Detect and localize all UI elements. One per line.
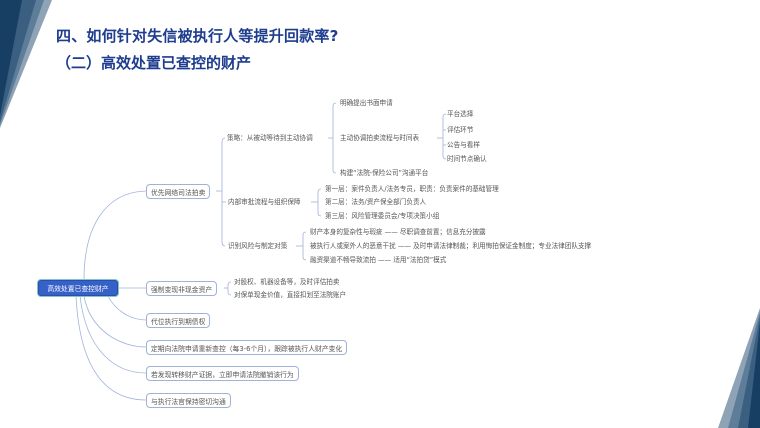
page-title: 四、如何针对失信被执行人等提升回款率? [56,27,339,45]
branch-recheck[interactable]: 定期向法院申请重新查控（每3-6个月），跟踪被执行人财产变化 [146,340,348,355]
branch-label: 优先网络司法拍卖 [151,188,206,197]
node-announcement[interactable]: 公告与看样 [447,141,480,149]
node-appraisal[interactable]: 评估环节 [447,126,474,134]
branch-label: 若发现转移财产证据，立即申请法院撤销该行为 [151,370,294,379]
root-node[interactable]: 高效处置已查控财产 [38,280,118,296]
node-timeline-confirm[interactable]: 时间节点确认 [447,155,487,163]
node-layer-1[interactable]: 第一层：案件负责人/法务专员，职责：负责案件的基础管理 [325,185,499,193]
node-coordinate-schedule[interactable]: 主动协调拍卖流程与时间表 [340,134,420,142]
branch-online-auction[interactable]: 优先网络司法拍卖 [146,184,211,199]
top-left-decoration [0,0,52,128]
node-risk-interference[interactable]: 被执行人或案外人的恶意干扰 —— 及时申请法律制裁；利用悔拍保证金制度；专业法律… [310,242,592,250]
branch-label: 与执行法官保持密切沟通 [151,397,226,406]
branch-subrogation[interactable]: 代位执行到期债权 [146,313,211,328]
node-internal-approval[interactable]: 内部审批流程与组织保障 [228,198,301,206]
branch-force-liquidate[interactable]: 强制变现非现金资产 [146,281,218,296]
branch-label: 强制变现非现金资产 [151,285,213,294]
node-platform-select[interactable]: 平台选择 [447,110,474,118]
branch-communicate-judge[interactable]: 与执行法官保持密切沟通 [146,393,231,408]
node-strategy[interactable]: 策略：从被动等待到主动协调 [227,134,313,142]
node-risk-financing[interactable]: 融资渠道不畅导致流拍 —— 适用“法拍贷”模式 [310,256,447,264]
branch-label: 代位执行到期债权 [151,317,206,326]
node-policy-cash-value[interactable]: 对保单现金价值，直接扣划至法院账户 [234,291,347,299]
node-equity-equipment[interactable]: 对股权、机器设备等，及时评估拍卖 [234,278,340,286]
page-subtitle: （二）高效处置已查控的财产 [56,54,252,72]
node-risk-identify[interactable]: 识别风险与制定对策 [228,242,288,250]
branch-revoke-transfer[interactable]: 若发现转移财产证据，立即申请法院撤销该行为 [146,366,299,381]
bottom-right-decoration [718,308,760,428]
node-layer-2[interactable]: 第二层：法务/资产保全部门负责人 [325,198,427,206]
branch-label: 定期向法院申请重新查控（每3-6个月），跟踪被执行人财产变化 [151,344,343,353]
node-risk-complexity[interactable]: 财产本身的复杂性与瑕疵 —— 尽职调查前置；信息充分披露 [310,228,486,236]
node-layer-3[interactable]: 第三层：风险管理委员会/专项决策小组 [325,212,440,220]
node-communication-platform[interactable]: 构建“法院-保险公司”沟通平台 [340,169,429,177]
node-written-application[interactable]: 明确提出书面申请 [340,99,393,107]
